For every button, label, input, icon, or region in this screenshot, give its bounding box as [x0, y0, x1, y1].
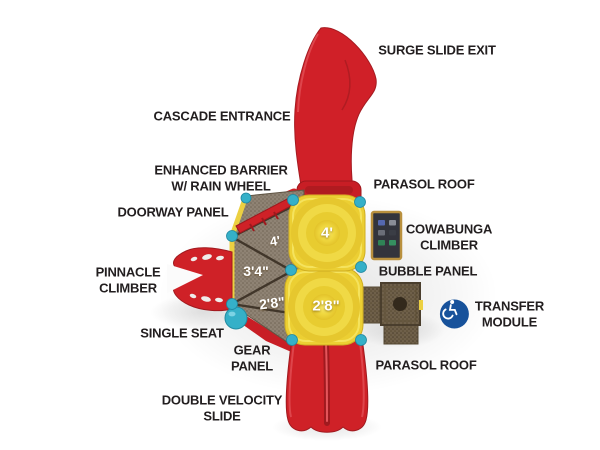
label-doorway-panel: DOORWAY PANEL	[117, 204, 229, 220]
pinnacle-climber	[167, 247, 233, 312]
label-pinnacle-line2: CLIMBER	[99, 280, 157, 295]
label-enhanced-barrier-line2: W/ RAIN WHEEL	[171, 178, 271, 193]
label-pinnacle-climber: PINNACLE CLIMBER	[96, 265, 161, 296]
label-gear-line1: GEAR	[233, 342, 271, 358]
label-cowabunga-line1: COWABUNGA	[405, 221, 493, 237]
label-cascade-entrance: CASCADE ENTRANCE	[153, 108, 291, 124]
label-transfer-line2: MODULE	[481, 314, 538, 329]
label-enhanced-barrier: ENHANCED BARRIER W/ RAIN WHEEL	[154, 162, 288, 194]
parasol-roof-lower	[284, 267, 364, 346]
height-label-upper-deck: 4'	[268, 232, 282, 250]
label-single-seat: SINGLE SEAT	[140, 325, 224, 341]
height-label-lower-roof: 2'8"	[312, 297, 340, 315]
cowabunga-climber	[370, 210, 403, 261]
wheelchair-accessibility-icon	[439, 299, 469, 329]
label-pinnacle-line1: PINNACLE	[95, 264, 161, 280]
height-label-mid-deck: 3'4"	[243, 263, 269, 279]
label-cowabunga-line2: CLIMBER	[420, 237, 478, 252]
transfer-module	[357, 282, 423, 345]
label-parasol-roof-top: PARASOL ROOF	[373, 176, 475, 192]
label-gear-panel: GEAR PANEL	[231, 343, 273, 374]
label-surge-slide-exit: SURGE SLIDE EXIT	[378, 42, 496, 58]
label-transfer-module: TRANSFER MODULE	[475, 299, 544, 330]
label-cowabunga-climber: COWABUNGA CLIMBER	[405, 221, 493, 253]
transfer-module-callout: TRANSFER MODULE	[439, 299, 544, 330]
label-transfer-line1: TRANSFER	[474, 298, 545, 314]
post-connectors	[226, 192, 367, 346]
label-double-velocity-line2: SLIDE	[203, 408, 241, 423]
gear-panel-side	[232, 307, 303, 357]
surge-slide	[294, 27, 377, 199]
parasol-roof-upper	[288, 194, 366, 272]
label-bubble-panel: BUBBLE PANEL	[378, 263, 478, 279]
parasol-roof-square	[380, 282, 421, 326]
label-double-velocity-slide: DOUBLE VELOCITY SLIDE	[162, 393, 283, 424]
label-parasol-roof-bottom: PARASOL ROOF	[375, 357, 477, 373]
label-double-velocity-line1: DOUBLE VELOCITY	[161, 392, 283, 408]
label-gear-line2: PANEL	[230, 358, 274, 373]
double-velocity-slide	[285, 337, 369, 433]
height-label-upper-roof: 4'	[321, 224, 333, 242]
height-label-lower-deck: 2'8"	[258, 293, 286, 313]
label-enhanced-barrier-line1: ENHANCED BARRIER	[154, 162, 288, 178]
doorway-panel	[235, 198, 292, 234]
